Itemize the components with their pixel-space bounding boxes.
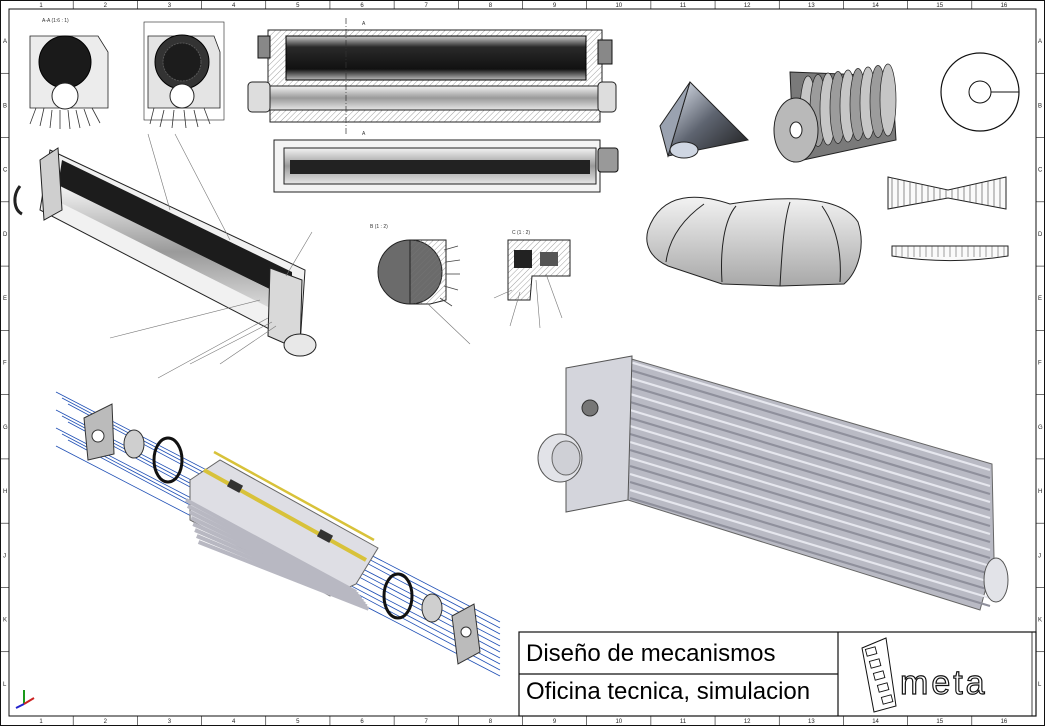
section-view-left: A-A (1:6 : 1) xyxy=(29,18,109,130)
zone-col-6-bottom: 6 xyxy=(360,719,364,725)
zone-col-9-top: 9 xyxy=(553,3,557,9)
axis-triad-icon xyxy=(15,690,35,709)
zone-col-5-bottom: 5 xyxy=(296,719,300,725)
zone-col-4-top: 4 xyxy=(232,3,236,9)
zone-row-D-left: D xyxy=(3,232,8,238)
zone-col-9-bottom: 9 xyxy=(553,719,557,725)
zone-col-15-top: 15 xyxy=(936,3,943,9)
exploded-assembly-view xyxy=(55,391,501,677)
zone-col-15-bottom: 15 xyxy=(936,719,943,725)
zone-col-2-top: 2 xyxy=(104,3,108,9)
zone-col-10-bottom: 10 xyxy=(615,719,622,725)
zone-row-K-left: K xyxy=(3,618,7,624)
zone-col-11-top: 11 xyxy=(680,3,687,9)
zone-col-5-top: 5 xyxy=(296,3,300,9)
zone-row-F-left: F xyxy=(3,361,7,367)
company-logo-text: meta xyxy=(899,663,988,702)
zone-col-7-top: 7 xyxy=(425,3,429,9)
zone-row-B-right: B xyxy=(1038,103,1042,109)
zone-col-14-bottom: 14 xyxy=(872,719,879,725)
taper-hatch-lines-bottom xyxy=(895,246,1005,257)
company-logo-mark xyxy=(861,637,897,713)
zone-col-16-top: 16 xyxy=(1001,3,1008,9)
zone-columns: 1122334455667788991010111112121313141415… xyxy=(39,0,1008,726)
washer-model xyxy=(940,52,1020,132)
section-aa-label: A-A (1:6 : 1) xyxy=(42,18,69,24)
zone-row-K-right: K xyxy=(1038,618,1042,624)
isometric-cutaway-view xyxy=(13,133,317,379)
roller-section-view: A A xyxy=(247,18,617,137)
zone-col-8-bottom: 8 xyxy=(489,719,493,725)
finned-housing-3d-view xyxy=(537,355,1009,611)
zone-row-B-left: B xyxy=(3,103,7,109)
zone-col-13-bottom: 13 xyxy=(808,719,815,725)
zone-row-A-right: A xyxy=(1038,39,1042,45)
housing-fins xyxy=(629,360,991,608)
zone-col-4-bottom: 4 xyxy=(232,719,236,725)
zone-row-J-left: J xyxy=(3,553,6,559)
zone-col-3-top: 3 xyxy=(168,3,172,9)
zone-col-12-top: 12 xyxy=(744,3,751,9)
zone-row-F-right: F xyxy=(1038,361,1042,367)
section-marker-bottom: A xyxy=(362,131,366,137)
zone-col-13-top: 13 xyxy=(808,3,815,9)
zone-col-16-bottom: 16 xyxy=(1001,719,1008,725)
spiral-cylinder-model xyxy=(773,63,897,163)
zone-row-C-left: C xyxy=(3,168,8,174)
taper-profile-top xyxy=(887,176,1007,210)
detail-view-b: B (1 : 2) xyxy=(370,224,471,345)
title-block xyxy=(518,631,1037,717)
zone-col-12-bottom: 12 xyxy=(744,719,751,725)
zone-col-8-top: 8 xyxy=(489,3,493,9)
section-view-right xyxy=(143,21,225,129)
zone-row-L-right: L xyxy=(1038,682,1042,688)
zone-col-7-bottom: 7 xyxy=(425,719,429,725)
zone-col-11-bottom: 11 xyxy=(680,719,687,725)
zone-row-E-left: E xyxy=(3,296,7,302)
zone-row-D-right: D xyxy=(1038,232,1043,238)
cone-model xyxy=(659,81,750,159)
zone-row-G-left: G xyxy=(3,425,8,431)
zone-col-6-top: 6 xyxy=(360,3,364,9)
title-block-line-2: Oficina tecnica, simulacion xyxy=(526,678,811,705)
pipe-elbow-model xyxy=(646,196,862,287)
zone-row-C-right: C xyxy=(1038,168,1043,174)
taper-hatch-lines xyxy=(891,177,1001,209)
zone-row-A-left: A xyxy=(3,39,7,45)
zone-col-2-bottom: 2 xyxy=(104,719,108,725)
section-marker-top: A xyxy=(362,21,366,27)
zone-col-14-top: 14 xyxy=(872,3,879,9)
zone-col-10-top: 10 xyxy=(615,3,622,9)
detail-c-label: C (1 : 2) xyxy=(512,230,530,236)
zone-col-1-top: 1 xyxy=(39,3,43,9)
zone-rows: A A B B C C D D E E F F G G H H J J K K L L xyxy=(0,39,1045,688)
zone-col-1-bottom: 1 xyxy=(39,719,43,725)
zone-row-L-left: L xyxy=(3,682,7,688)
zone-row-E-right: E xyxy=(1038,296,1042,302)
taper-profile-bottom xyxy=(891,245,1009,261)
zone-row-G-right: G xyxy=(1038,425,1043,431)
zone-row-H-right: H xyxy=(1038,489,1042,495)
zone-row-H-left: H xyxy=(3,489,7,495)
roller-side-view xyxy=(273,139,619,193)
zone-col-3-bottom: 3 xyxy=(168,719,172,725)
title-block-line-1: Diseño de mecanismos xyxy=(526,640,776,667)
zone-row-J-right: J xyxy=(1038,553,1041,559)
detail-view-c: C (1 : 2) xyxy=(493,230,571,329)
assembly-fins xyxy=(185,498,370,611)
detail-b-label: B (1 : 2) xyxy=(370,224,388,230)
